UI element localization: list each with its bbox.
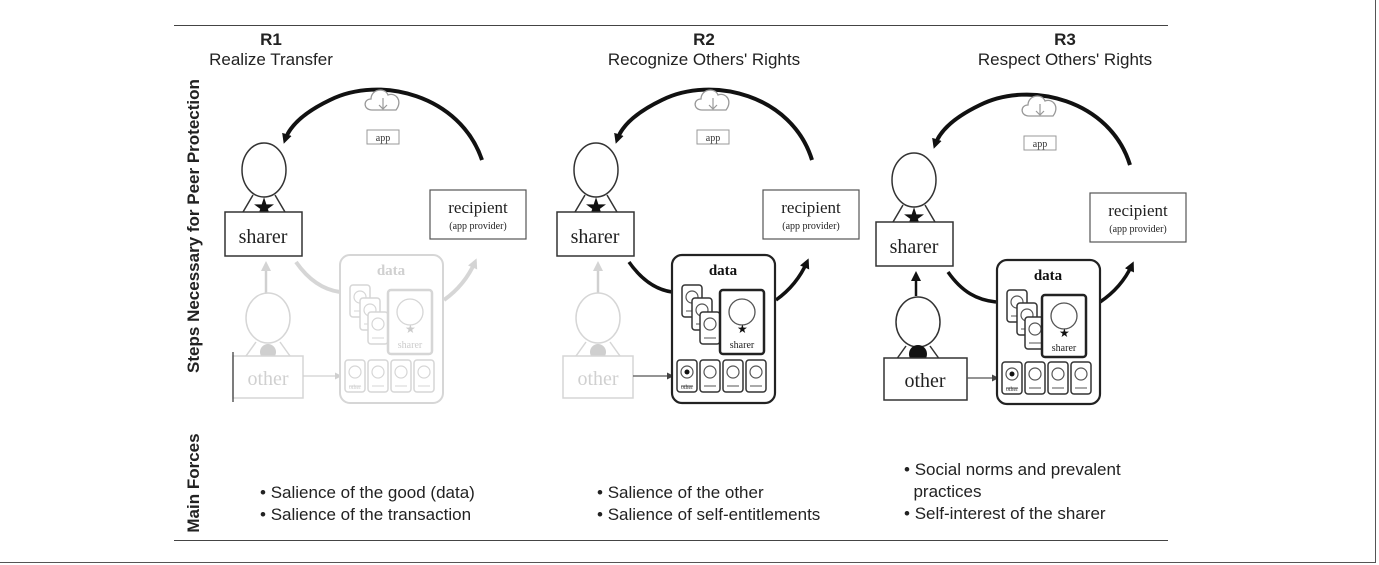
r2-forces: • Salience of the other • Salience of se… [597,482,820,526]
r2-force-item: • Salience of the other [597,483,764,502]
r2-data-label: data [709,263,738,279]
r3-sharer-box [875,221,954,267]
r1-diagram: app ★ sharer recipient (app provider) ot… [224,87,527,404]
svg-text:★: ★ [1059,326,1070,340]
r3-inner-other: other [1006,387,1018,393]
r2-cloud-icon [694,89,730,111]
r2-sharer-label: sharer [571,226,620,248]
r3-cloud-icon [1021,95,1057,117]
r2-force-item: • Salience of self-entitlements [597,505,821,524]
r3-sharer-head [891,152,937,208]
r1-other-label: other [247,368,288,390]
r1-forces: • Salience of the good (data) • Salience… [260,482,475,526]
r2-inner-sharer: sharer [730,340,755,351]
r3-recipient-box [1089,192,1187,243]
r1-sharer-label: sharer [239,226,288,248]
r3-recipient-label: recipient [1108,201,1168,220]
r3-arc-arrow [932,92,1132,166]
r1-recipient-box [429,189,527,240]
r1-recipient-sub: (app provider) [449,221,506,232]
r1-other-head [245,292,291,344]
r3-inner-sharer: sharer [1052,343,1077,354]
r1-cloud-icon [364,89,400,111]
r2-sharer-box [556,211,635,257]
r3-app-box [1023,135,1057,151]
r1-force-item: • Salience of the transaction [260,505,472,524]
r2-other-head [575,292,621,344]
r2-data-arrow [774,258,810,302]
r3-diagram: app ★ sharer recipient (app provider) ot… [875,92,1187,406]
r2-sharer-head [573,142,619,198]
r2-recipient-sub: (app provider) [782,221,839,232]
r2-name: Recognize Others' Rights [607,50,801,69]
svg-text:★: ★ [405,322,416,336]
r3-force-item: • Social norms and prevalent [904,460,1121,479]
r1-inner-sharer: sharer [398,340,423,351]
r3-data-arrow [1099,261,1134,304]
r1-sharer-box [224,211,303,257]
r3-force-item-continued: practices [913,482,982,501]
r3-id: R3 [1054,30,1076,49]
r3-forces: • Social norms and prevalent practices •… [904,459,1121,525]
r1-app-box [366,129,400,145]
r3-recipient-sub: (app provider) [1109,224,1166,235]
r2-other-box [562,355,634,399]
r3-other-label: other [904,370,945,392]
r3-other-head [895,296,941,348]
r1-recipient-label: recipient [448,198,508,217]
r1-force-item: • Salience of the good (data) [260,483,475,502]
r2-app-label: app [706,133,720,144]
r2-arc-arrow [614,87,814,161]
r1-arc-arrow [282,87,484,161]
r3-sharer-label: sharer [890,236,939,258]
r2-diagram: app ★ sharer recipient (app provider) ot… [556,87,860,405]
r1-app-label: app [376,133,390,144]
bottom-rule [174,540,1168,541]
r3-other-box [883,357,968,401]
r2-recipient-box [762,189,860,240]
r1-id: R1 [260,30,282,49]
r1-data-label: data [377,263,406,279]
r1-name: Realize Transfer [209,50,333,69]
r2-other-label: other [577,368,618,390]
r3-data-label: data [1034,268,1063,284]
r2-app-box [696,129,730,145]
r2-recipient-label: recipient [781,198,841,217]
r2-id: R2 [693,30,715,49]
r1-faded-arrow [442,258,478,302]
r1-sharer-head [241,142,287,198]
r3-force-item: • Self-interest of the sharer [904,504,1106,523]
top-rule [174,25,1168,26]
r3-name: Respect Others' Rights [977,50,1153,69]
r3-app-label: app [1033,139,1047,150]
r2-inner-other: other [681,385,693,391]
r1-inner-other: other [349,385,361,391]
svg-text:★: ★ [737,322,748,336]
